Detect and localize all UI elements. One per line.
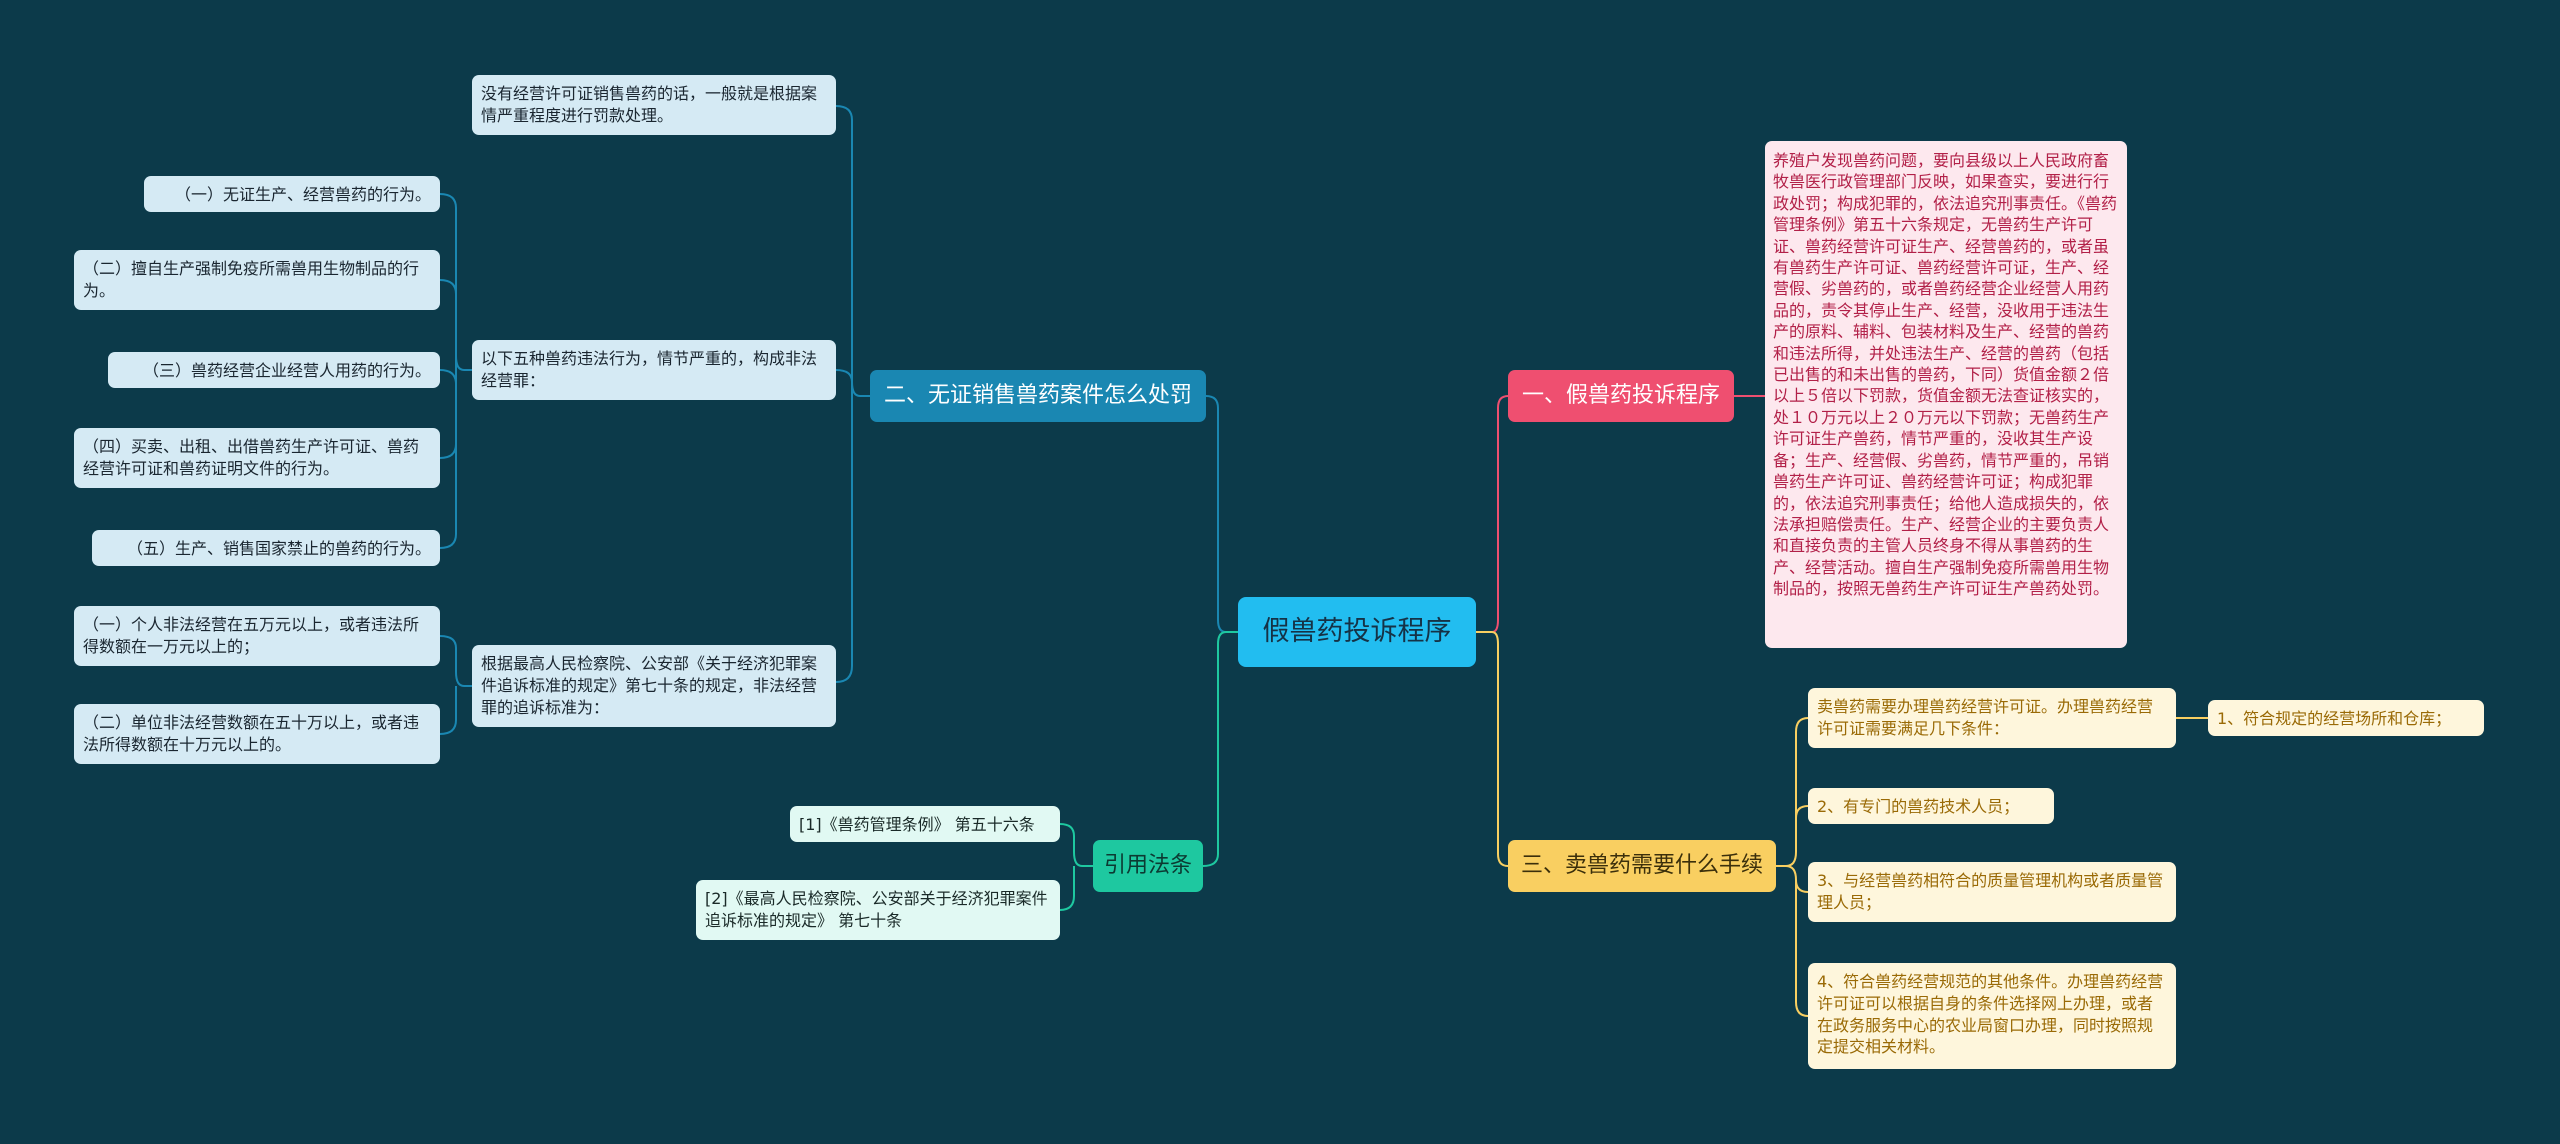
link-root-b3 bbox=[1476, 631, 1509, 867]
branch1-detail[interactable]: 养殖户发现兽药问题，要向县级以上人民政府畜牧兽医行政管理部门反映，如果查实，要进… bbox=[1765, 141, 2127, 648]
procedure-item-4[interactable]: 4、符合兽药经营规范的其他条件。办理兽药经营许可证可以根据自身的条件选择网上办理… bbox=[1808, 963, 2176, 1069]
branch1-node[interactable]: 一、假兽药投诉程序 bbox=[1508, 370, 1734, 422]
branch4-node[interactable]: 引用法条 bbox=[1093, 840, 1203, 892]
citation-item-2[interactable]: [2]《最高人民检察院、公安部关于经济犯罪案件追诉标准的规定》 第七十条 bbox=[696, 880, 1060, 940]
branch3-node[interactable]: 三、卖兽药需要什么手续 bbox=[1508, 840, 1776, 892]
link-root-b4 bbox=[1202, 631, 1238, 867]
link-root-b2 bbox=[1205, 395, 1238, 633]
link-b3-items bbox=[1776, 717, 1809, 1017]
link-b2-items bbox=[835, 105, 870, 683]
violation-item-4[interactable]: （四）买卖、出租、出借兽药生产许可证、兽药经营许可证和兽药证明文件的行为。 bbox=[74, 428, 440, 488]
branch2-note-3[interactable]: 根据最高人民检察院、公安部《关于经济犯罪案件追诉标准的规定》第七十条的规定，非法… bbox=[472, 645, 836, 727]
branch2-note-2[interactable]: 以下五种兽药违法行为，情节严重的，构成非法经营罪： bbox=[472, 340, 836, 400]
branch2-note-1[interactable]: 没有经营许可证销售兽药的话，一般就是根据案情严重程度进行罚款处理。 bbox=[472, 75, 836, 135]
root-node[interactable]: 假兽药投诉程序 bbox=[1238, 597, 1476, 667]
standard-item-1[interactable]: （一）个人非法经营在五万元以上，或者违法所得数额在一万元以上的； bbox=[74, 606, 440, 666]
procedure-item-1[interactable]: 卖兽药需要办理兽药经营许可证。办理兽药经营许可证需要满足几下条件： bbox=[1808, 688, 2176, 748]
violation-item-1[interactable]: （一）无证生产、经营兽药的行为。 bbox=[144, 176, 440, 212]
procedure-sub-item-1[interactable]: 1、符合规定的经营场所和仓库； bbox=[2208, 700, 2484, 736]
procedure-item-2[interactable]: 2、有专门的兽药技术人员； bbox=[1808, 788, 2054, 824]
violation-item-2[interactable]: （二）擅自生产强制免疫所需兽用生物制品的行为。 bbox=[74, 250, 440, 310]
link-n3-items bbox=[439, 635, 472, 735]
link-b4-items bbox=[1059, 823, 1093, 911]
violation-item-5[interactable]: （五）生产、销售国家禁止的兽药的行为。 bbox=[92, 530, 440, 566]
branch2-node[interactable]: 二、无证销售兽药案件怎么处罚 bbox=[870, 370, 1206, 422]
violation-item-3[interactable]: （三）兽药经营企业经营人用药的行为。 bbox=[108, 352, 440, 388]
standard-item-2[interactable]: （二）单位非法经营数额在五十万以上，或者违法所得数额在十万元以上的。 bbox=[74, 704, 440, 764]
procedure-item-3[interactable]: 3、与经营兽药相符合的质量管理机构或者质量管理人员； bbox=[1808, 862, 2176, 922]
link-n2-items bbox=[439, 193, 472, 549]
citation-item-1[interactable]: [1]《兽药管理条例》 第五十六条 bbox=[790, 806, 1060, 842]
link-root-b1 bbox=[1476, 395, 1509, 633]
